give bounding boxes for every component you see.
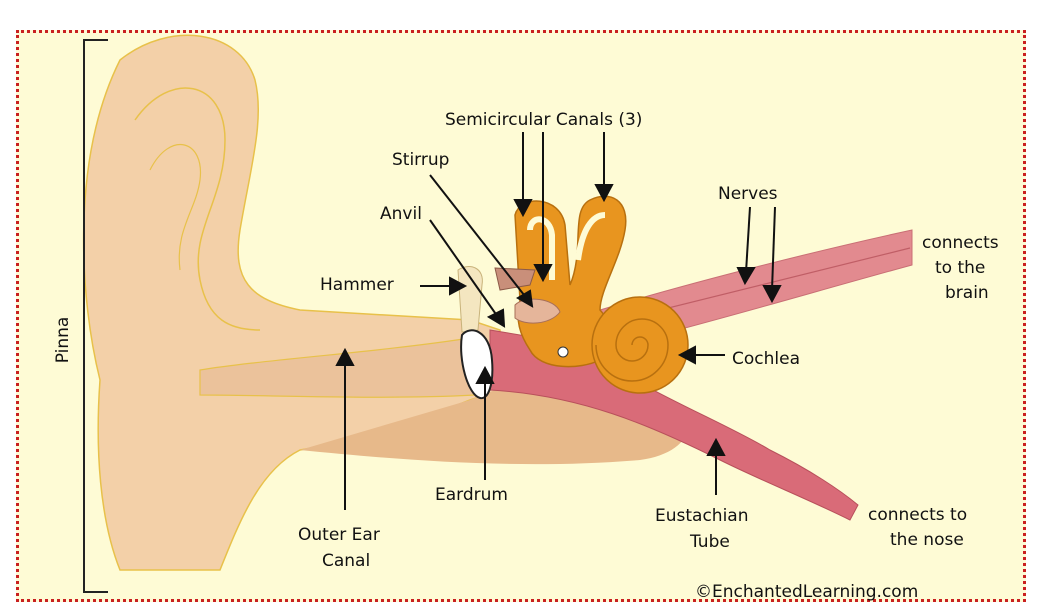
- cochlea: [592, 297, 688, 393]
- label-eardrum: Eardrum: [435, 485, 508, 505]
- label-pinna: Pinna: [53, 317, 73, 364]
- label-connects-brain-2: to the: [935, 258, 985, 278]
- label-semicircular-canals: Semicircular Canals (3): [445, 110, 642, 130]
- label-outer-ear-canal-2: Canal: [322, 551, 370, 571]
- label-anvil: Anvil: [380, 204, 422, 224]
- label-nerves: Nerves: [718, 184, 778, 204]
- label-stirrup: Stirrup: [392, 150, 449, 170]
- label-eustachian-1: Eustachian: [655, 506, 749, 526]
- oval-window: [558, 347, 568, 357]
- label-connects-nose-1: connects to: [868, 505, 967, 525]
- label-cochlea: Cochlea: [732, 349, 800, 369]
- label-outer-ear-canal-1: Outer Ear: [298, 525, 380, 545]
- label-connects-brain-1: connects: [922, 233, 999, 253]
- label-eustachian-2: Tube: [689, 532, 730, 552]
- credit-text: ©EnchantedLearning.com: [695, 582, 918, 602]
- label-connects-brain-3: brain: [945, 283, 989, 303]
- label-hammer: Hammer: [320, 275, 394, 295]
- label-connects-nose-2: the nose: [890, 530, 964, 550]
